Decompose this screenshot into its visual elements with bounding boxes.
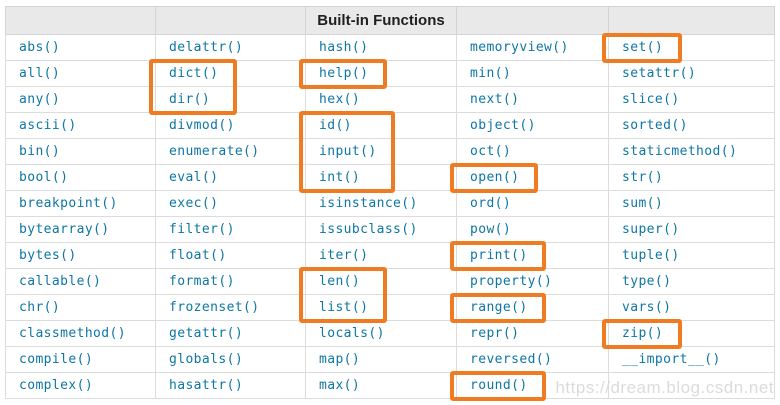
function-cell: memoryview() [456,34,609,61]
function-cell: dict() [155,60,306,87]
function-cell: any() [5,86,156,113]
table-title: Built-in Functions [305,6,457,35]
table-row: complex()hasattr()max()round() [5,372,775,399]
function-cell: input() [305,138,457,165]
function-cell: slice() [608,86,775,113]
header-cell [456,6,609,35]
function-cell: tuple() [608,242,775,269]
function-cell: locals() [305,320,457,347]
table-row: callable()format()len()property()type() [5,268,775,295]
function-cell: round() [456,372,609,399]
table-row: all()dict()help()min()setattr() [5,60,775,87]
table-header-row: Built-in Functions [5,6,775,35]
function-cell: sum() [608,190,775,217]
function-cell: reversed() [456,346,609,373]
table-row: bytearray()filter()issubclass()pow()supe… [5,216,775,243]
function-cell: abs() [5,34,156,61]
table-row: breakpoint()exec()isinstance()ord()sum() [5,190,775,217]
function-cell: format() [155,268,306,295]
function-cell: all() [5,60,156,87]
function-cell: range() [456,294,609,321]
function-cell: breakpoint() [5,190,156,217]
function-cell: eval() [155,164,306,191]
function-cell: set() [608,34,775,61]
function-cell: enumerate() [155,138,306,165]
function-cell: sorted() [608,112,775,139]
table-row: chr()frozenset()list()range()vars() [5,294,775,321]
function-cell: help() [305,60,457,87]
table-row: bytes()float()iter()print()tuple() [5,242,775,269]
function-cell: oct() [456,138,609,165]
function-cell: object() [456,112,609,139]
function-cell: hex() [305,86,457,113]
function-cell: type() [608,268,775,295]
table-row: bool()eval()int()open()str() [5,164,775,191]
function-cell: delattr() [155,34,306,61]
function-cell: repr() [456,320,609,347]
table-row: ascii()divmod()id()object()sorted() [5,112,775,139]
function-cell: complex() [5,372,156,399]
function-cell: bytes() [5,242,156,269]
function-cell: min() [456,60,609,87]
function-cell: chr() [5,294,156,321]
function-cell: ord() [456,190,609,217]
function-cell: float() [155,242,306,269]
function-cell: ascii() [5,112,156,139]
function-cell [608,372,775,399]
function-cell: compile() [5,346,156,373]
functions-table: Built-in Functions abs()delattr()hash()m… [5,6,775,399]
function-cell: max() [305,372,457,399]
table-row: abs()delattr()hash()memoryview()set() [5,34,775,61]
header-cell [608,6,775,35]
function-cell: classmethod() [5,320,156,347]
function-cell: frozenset() [155,294,306,321]
function-cell: print() [456,242,609,269]
function-cell: next() [456,86,609,113]
function-cell: list() [305,294,457,321]
function-cell: divmod() [155,112,306,139]
function-cell: exec() [155,190,306,217]
table-row: any()dir()hex()next()slice() [5,86,775,113]
function-cell: map() [305,346,457,373]
function-cell: staticmethod() [608,138,775,165]
table-row: compile()globals()map()reversed()__impor… [5,346,775,373]
function-cell: setattr() [608,60,775,87]
function-cell: getattr() [155,320,306,347]
function-cell: filter() [155,216,306,243]
function-cell: bytearray() [5,216,156,243]
function-cell: callable() [5,268,156,295]
builtin-functions-table: Built-in Functions abs()delattr()hash()m… [5,6,775,401]
header-cell [155,6,306,35]
header-cell [5,6,156,35]
function-cell: issubclass() [305,216,457,243]
function-cell: open() [456,164,609,191]
table-row: bin()enumerate()input()oct()staticmethod… [5,138,775,165]
function-cell: globals() [155,346,306,373]
function-cell: vars() [608,294,775,321]
function-cell: super() [608,216,775,243]
table-row: classmethod()getattr()locals()repr()zip(… [5,320,775,347]
function-cell: bool() [5,164,156,191]
function-cell: int() [305,164,457,191]
function-cell: str() [608,164,775,191]
function-cell: zip() [608,320,775,347]
function-cell: bin() [5,138,156,165]
function-cell: property() [456,268,609,295]
function-cell: __import__() [608,346,775,373]
function-cell: id() [305,112,457,139]
function-cell: iter() [305,242,457,269]
function-cell: pow() [456,216,609,243]
function-cell: hash() [305,34,457,61]
function-cell: isinstance() [305,190,457,217]
function-cell: hasattr() [155,372,306,399]
function-cell: dir() [155,86,306,113]
function-cell: len() [305,268,457,295]
